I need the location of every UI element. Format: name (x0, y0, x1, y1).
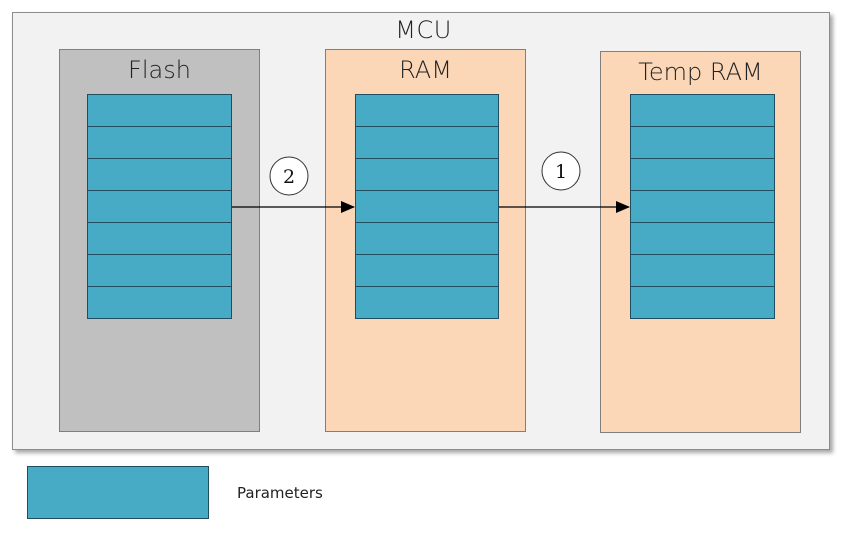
parameter-slot (631, 255, 774, 287)
legend-parameters-swatch (27, 466, 209, 519)
temp-ram-parameter-stack (630, 94, 775, 319)
parameter-slot (88, 159, 231, 191)
parameter-slot (88, 191, 231, 223)
step-1-circle (541, 151, 581, 191)
parameter-slot (631, 159, 774, 191)
parameter-slot (631, 95, 774, 127)
parameter-slot (356, 223, 498, 255)
parameter-slot (356, 127, 498, 159)
parameter-slot (356, 95, 498, 127)
parameter-slot (356, 191, 498, 223)
temp-ram-label: Temp RAM (638, 58, 763, 86)
ram-label: RAM (399, 56, 452, 84)
parameter-slot (88, 255, 231, 287)
legend-parameters-label: Parameters (237, 484, 323, 502)
parameter-slot (356, 255, 498, 287)
ram-parameter-stack (355, 94, 499, 319)
flash-parameter-stack (87, 94, 232, 319)
flash-label: Flash (128, 56, 191, 84)
step-1-label: 1 (555, 161, 567, 183)
parameter-slot (631, 223, 774, 255)
parameter-slot (88, 127, 231, 159)
parameter-slot (631, 127, 774, 159)
parameter-slot (88, 223, 231, 255)
parameter-slot (88, 95, 231, 127)
step-2-circle (269, 156, 309, 196)
mcu-label: MCU (395, 16, 452, 44)
parameter-slot (631, 191, 774, 223)
parameter-slot (356, 159, 498, 191)
step-2-label: 2 (283, 166, 295, 188)
